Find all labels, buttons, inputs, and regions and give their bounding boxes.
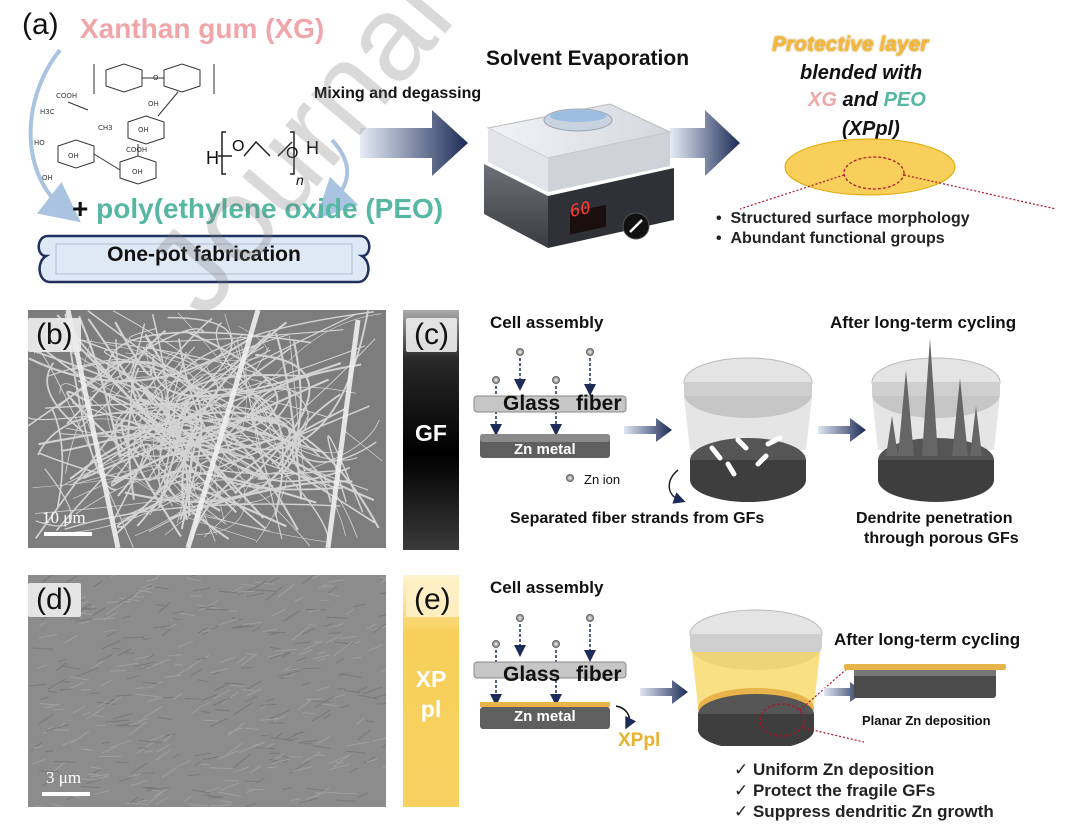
- mixing-arrow: [360, 110, 468, 176]
- xg-atom: H3C: [40, 108, 55, 116]
- xg-atom: HO: [34, 139, 45, 147]
- check-item: ✓ Protect the fragile GFs: [734, 780, 994, 801]
- protective-and: and: [837, 89, 884, 111]
- peo-title-line: + poly(ethylene oxide (PEO): [72, 193, 443, 225]
- hotplate: [478, 80, 678, 250]
- protective-peo: PEO: [884, 89, 926, 111]
- panel-c-label: (c): [406, 318, 457, 352]
- check-list: ✓ Uniform Zn deposition ✓ Protect the fr…: [734, 759, 994, 822]
- gf-cell-diagram: [466, 330, 1080, 520]
- glass-label-e: Glass: [503, 663, 560, 687]
- after-cycling-e: After long-term cycling: [834, 630, 1020, 650]
- scale-bar-b: [44, 532, 92, 536]
- evaporation-arrow: [670, 110, 740, 176]
- cell-assembly-e: Cell assembly: [490, 578, 603, 598]
- banner-text: One-pot fabrication: [34, 243, 374, 267]
- bullet-list: • Structured surface morphology • Abunda…: [716, 210, 970, 248]
- panel-d-label: (d): [28, 583, 81, 617]
- xg-atom: CH3: [98, 124, 113, 132]
- xg-atom: OH: [68, 152, 79, 160]
- xg-atom: OH: [132, 168, 143, 176]
- zn-metal-label-c: Zn metal: [514, 441, 576, 458]
- panel-b-label: (b): [28, 318, 81, 352]
- protective-line1: Protective layer: [772, 33, 928, 57]
- xg-atom: OH: [42, 174, 53, 182]
- glass-label-c: Glass: [503, 392, 560, 416]
- xg-atom: COOH: [126, 146, 147, 154]
- plus-sign: +: [72, 193, 96, 224]
- scale-text-d: 3 μm: [46, 768, 81, 788]
- separated-label: Separated fiber strands from GFs: [510, 510, 764, 528]
- xg-atom: OH: [148, 100, 159, 108]
- xg-atom: O: [153, 74, 159, 82]
- planar-label: Planar Zn deposition: [862, 713, 991, 728]
- fiber-label-e: fiber: [576, 663, 622, 687]
- scale-text-b: 10 μm: [42, 508, 86, 528]
- xg-atom: OH: [138, 126, 149, 134]
- peo-title: poly(ethylene oxide (PEO): [96, 193, 443, 224]
- check-item: ✓ Uniform Zn deposition: [734, 759, 994, 780]
- check-item: ✓ Suppress dendritic Zn growth: [734, 801, 994, 822]
- xg-atom: COOH: [56, 92, 77, 100]
- zn-metal-label-e: Zn metal: [514, 708, 576, 725]
- solvent-label: Solvent Evaporation: [486, 47, 689, 71]
- xppl-label: XPpl: [618, 730, 660, 752]
- dendrite-line2: through porous GFs: [864, 530, 1019, 548]
- protective-line2: blended with: [800, 62, 922, 85]
- dendrite-line1: Dendrite penetration: [856, 510, 1012, 528]
- sem-image-xppl: [28, 575, 386, 807]
- gf-side-label: GF: [403, 420, 459, 447]
- bullet-item: • Abundant functional groups: [716, 230, 970, 248]
- xppl-disc: [740, 135, 1060, 210]
- peo-o-right: O: [286, 145, 298, 163]
- zn-ion-label: Zn ion: [584, 472, 620, 487]
- scale-bar-d: [42, 792, 90, 796]
- protective-line3: XG and PEO: [808, 89, 926, 112]
- xppl-side-label-1: XP: [403, 666, 459, 693]
- peo-h-right: H: [306, 138, 319, 159]
- after-cycling-c: After long-term cycling: [830, 313, 1016, 333]
- peo-o-left: O: [232, 138, 244, 156]
- fiber-label-c: fiber: [576, 392, 622, 416]
- peo-n: n: [296, 172, 304, 188]
- mixing-label: Mixing and degassing: [314, 85, 481, 103]
- protective-xg: XG: [808, 89, 837, 111]
- panel-e-label: (e): [406, 583, 459, 617]
- bullet-item: • Structured surface morphology: [716, 210, 970, 228]
- xppl-side-label-2: pl: [403, 696, 459, 723]
